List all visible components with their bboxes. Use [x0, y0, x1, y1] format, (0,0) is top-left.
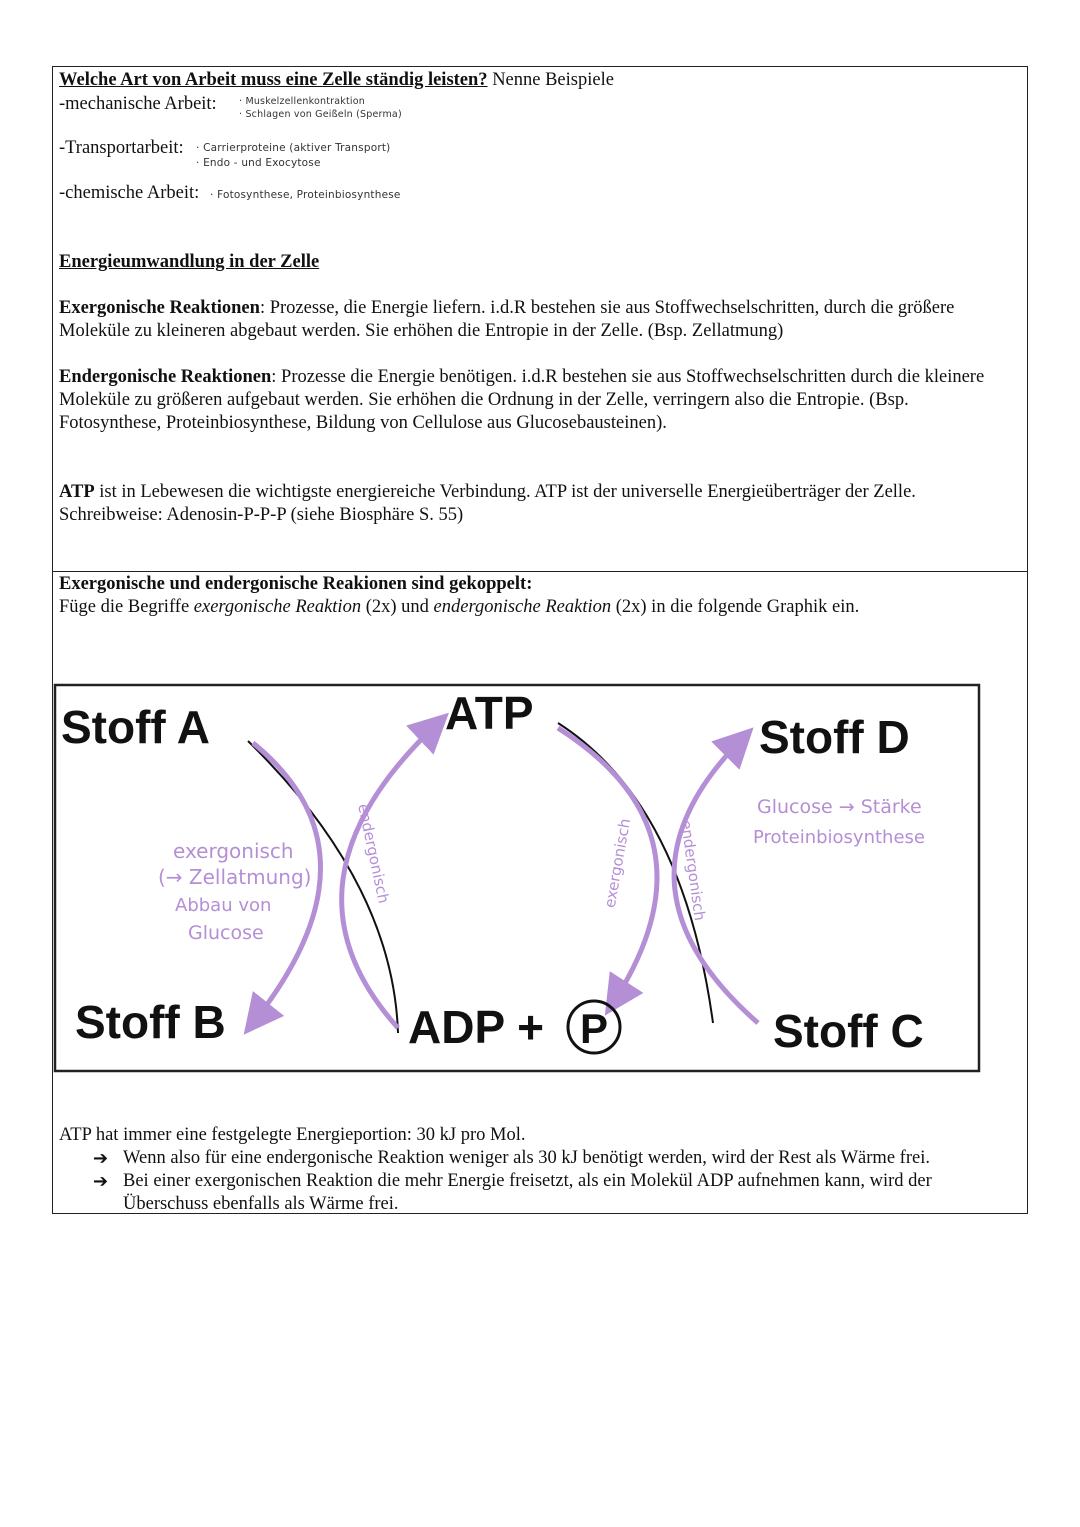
instruction-line: Füge die Begriffe exergonische Reaktion … — [59, 596, 859, 619]
left-note-4: Glucose — [188, 922, 264, 944]
arrow-icon: ➔ — [93, 1148, 109, 1169]
section-divider — [53, 571, 1027, 572]
coupling-diagram: Stoff A ATP Stoff D Stoff B ADP + P Stof… — [53, 683, 981, 1073]
mech-note-1: · Muskelzellenkontraktion — [239, 96, 365, 107]
transport-note-2: · Endo - und Exocytose — [196, 157, 321, 169]
right-note-2: Proteinbiosynthese — [753, 827, 925, 848]
atp-term: ATP — [59, 482, 95, 502]
instruction-part: Füge die Begriffe — [59, 597, 194, 617]
atp-label: ATP — [445, 687, 534, 739]
endergonic-text: : Prozesse die Energie benötigen. i.d.R … — [59, 367, 985, 433]
left-note-3: Abbau von — [175, 895, 271, 916]
curve-right-black — [557, 722, 714, 1024]
right-note-1: Glucose → Stärke — [757, 796, 922, 818]
arrow-exergonic-left — [243, 741, 323, 1035]
left-annotation: exergonisch (→ Zellatmung) Abbau von Glu… — [158, 839, 311, 944]
left-note-2: (→ Zellatmung) — [158, 865, 311, 889]
arrow-endergonic-right — [671, 727, 760, 1025]
atp-paragraph: ATP ist in Lebewesen die wichtigste ener… — [59, 481, 1014, 504]
arrow-icon: ➔ — [93, 1171, 109, 1192]
arrow-exergonic-right — [556, 725, 660, 1016]
mech-label: -mechanische Arbeit: — [59, 94, 217, 114]
stoff-c-label: Stoff C — [773, 1005, 924, 1057]
bullet-2-text: Bei einer exergonischen Reaktion die meh… — [123, 1171, 932, 1214]
exergonic-paragraph: Exergonische Reaktionen: Prozesse, die E… — [59, 297, 1014, 343]
instruction-part: (2x) in die folgende Graphik ein. — [611, 597, 860, 617]
stoff-d-label: Stoff D — [759, 711, 910, 763]
bullet-1-text: Wenn also für eine endergonische Reaktio… — [123, 1148, 930, 1168]
phosphate-circle — [566, 999, 622, 1055]
chem-label: -chemische Arbeit: — [59, 183, 200, 203]
exergonic-term: Exergonische Reaktionen — [59, 298, 260, 318]
exergonic-text: : Prozesse, die Energie liefern. i.d.R b… — [59, 298, 955, 341]
transport-label: -Transportarbeit: — [59, 138, 184, 158]
instruction-part: (2x) und — [361, 597, 434, 617]
curve-left-black — [247, 740, 399, 1034]
worksheet-frame: Welche Art von Arbeit muss eine Zelle st… — [52, 66, 1028, 1214]
energy-heading: Energieumwandlung in der Zelle — [59, 252, 320, 272]
arrow-endergonic-left — [339, 712, 449, 1030]
instruction-term-exergonic: exergonische Reaktion — [193, 597, 362, 617]
chem-note: · Fotosynthese, Proteinbiosynthese — [210, 189, 401, 201]
atp-energy-intro: ATP hat immer eine festgelegte Energiepo… — [59, 1125, 526, 1145]
stoff-a-label: Stoff A — [61, 701, 210, 753]
stoff-b-label: Stoff B — [75, 996, 226, 1048]
mech-note-2: · Schlagen von Geißeln (Sperma) — [239, 109, 402, 120]
atp-text: ist in Lebewesen die wichtigste energier… — [94, 482, 916, 502]
endergonic-term: Endergonische Reaktionen — [59, 367, 272, 387]
question-line: Welche Art von Arbeit muss eine Zelle st… — [59, 69, 614, 92]
atp-notation: Schreibweise: Adenosin-P-P-P (siehe Bios… — [59, 505, 464, 525]
arrow-bullet-2: ➔ Bei einer exergonischen Reaktion die m… — [93, 1170, 993, 1216]
phosphate-label: P — [580, 1005, 608, 1052]
transport-note-1: · Carrierproteine (aktiver Transport) — [196, 142, 391, 154]
question-heading: Welche Art von Arbeit muss eine Zelle st… — [59, 70, 488, 90]
adp-label: ADP + — [408, 1001, 544, 1053]
question-suffix: Nenne Beispiele — [487, 70, 614, 90]
instruction-term-endergonic: endergonische Reaktion — [433, 597, 612, 617]
arrow-bullet-1: ➔ Wenn also für eine endergonische Reakt… — [93, 1147, 993, 1170]
coupling-heading: Exergonische und endergonische Reakionen… — [59, 574, 533, 594]
endergonic-paragraph: Endergonische Reaktionen: Prozesse die E… — [59, 366, 1014, 435]
diagram-frame — [53, 683, 981, 1073]
left-note-1: exergonisch — [173, 839, 294, 863]
